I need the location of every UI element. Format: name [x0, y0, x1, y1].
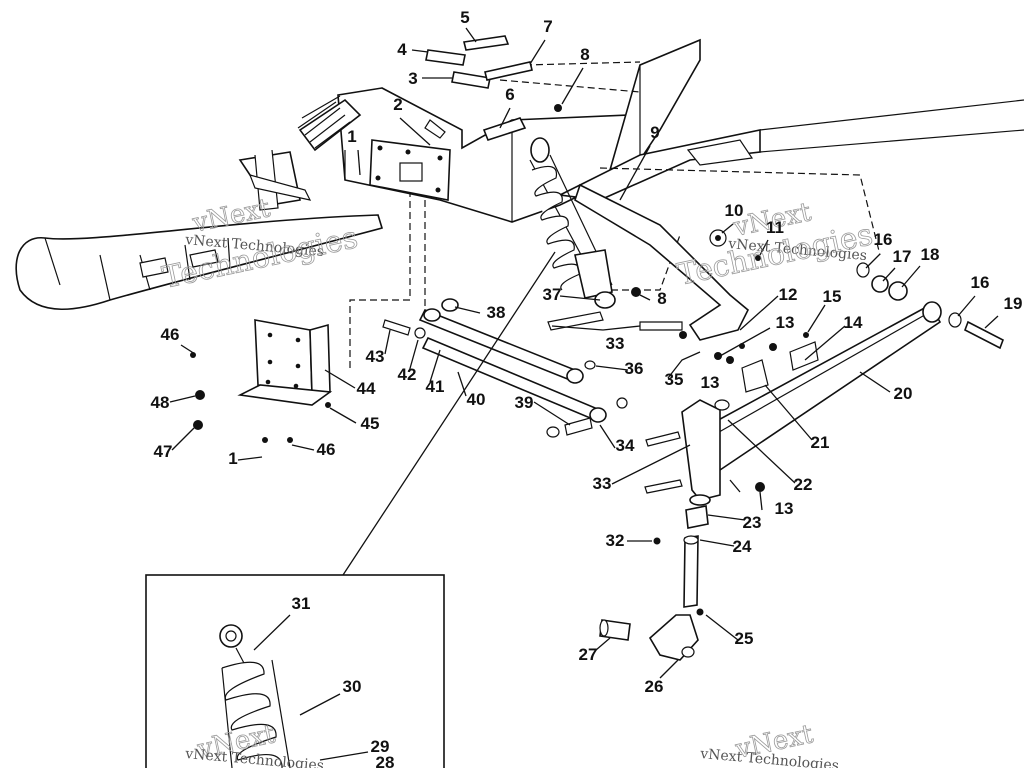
part-label-8: 8	[657, 289, 666, 308]
part-label-29: 29	[371, 737, 390, 756]
part-label-33: 33	[606, 334, 625, 353]
part-label-17: 17	[893, 247, 912, 266]
part-label-33: 33	[593, 474, 612, 493]
part-label-21: 21	[811, 433, 830, 452]
part-label-25: 25	[735, 629, 754, 648]
mounting-plate	[369, 139, 451, 201]
part-label-16: 16	[874, 230, 893, 249]
part-label-43: 43	[366, 347, 385, 366]
right-shock-absorber	[529, 137, 616, 309]
part-label-7: 7	[543, 17, 552, 36]
part-label-15: 15	[823, 287, 842, 306]
part-label-2: 2	[393, 95, 402, 114]
part-label-28: 28	[376, 753, 395, 768]
tie-rods	[382, 298, 628, 438]
part-label-40: 40	[467, 390, 486, 409]
part-label-22: 22	[794, 475, 813, 494]
part-label-34: 34	[616, 436, 635, 455]
steering-bracket	[190, 319, 333, 443]
shock-detail-inset	[145, 251, 556, 768]
part-label-35: 35	[665, 370, 684, 389]
upper-a-arm	[547, 183, 749, 341]
part-label-1: 1	[347, 127, 356, 146]
part-label-48: 48	[151, 393, 170, 412]
part-label-27: 27	[579, 645, 598, 664]
part-label-3: 3	[408, 69, 417, 88]
part-label-5: 5	[460, 8, 469, 27]
top-links	[424, 35, 562, 141]
part-label-6: 6	[505, 85, 514, 104]
part-label-10: 10	[725, 201, 744, 220]
part-label-20: 20	[894, 384, 913, 403]
part-label-14: 14	[844, 313, 863, 332]
part-label-13: 13	[701, 373, 720, 392]
part-label-38: 38	[487, 303, 506, 322]
leader-lines	[169, 27, 999, 761]
part-label-36: 36	[625, 359, 644, 378]
part-label-8: 8	[580, 45, 589, 64]
part-label-18: 18	[921, 245, 940, 264]
part-label-44: 44	[357, 379, 376, 398]
part-label-37: 37	[543, 285, 562, 304]
left-ski-assembly	[15, 95, 384, 311]
part-label-39: 39	[515, 393, 534, 412]
part-label-4: 4	[397, 40, 407, 59]
part-label-45: 45	[361, 414, 380, 433]
part-label-47: 47	[154, 442, 173, 461]
part-label-13: 13	[775, 499, 794, 518]
part-label-46: 46	[161, 325, 180, 344]
part-label-9: 9	[650, 123, 659, 142]
right-spindle	[599, 399, 765, 661]
part-label-11: 11	[766, 218, 784, 237]
part-label-41: 41	[426, 377, 445, 396]
left-shock-coil	[297, 95, 362, 152]
part-label-16: 16	[971, 273, 990, 292]
part-label-24: 24	[733, 537, 752, 556]
part-label-26: 26	[645, 677, 664, 696]
part-label-31: 31	[292, 594, 311, 613]
part-label-46: 46	[317, 440, 336, 459]
part-label-30: 30	[343, 677, 362, 696]
part-label-19: 19	[1004, 294, 1023, 313]
part-label-23: 23	[743, 513, 762, 532]
part-label-42: 42	[398, 365, 417, 384]
part-label-12: 12	[779, 285, 798, 304]
part-label-32: 32	[606, 531, 625, 550]
part-label-1: 1	[228, 449, 237, 468]
part-label-13: 13	[776, 313, 795, 332]
